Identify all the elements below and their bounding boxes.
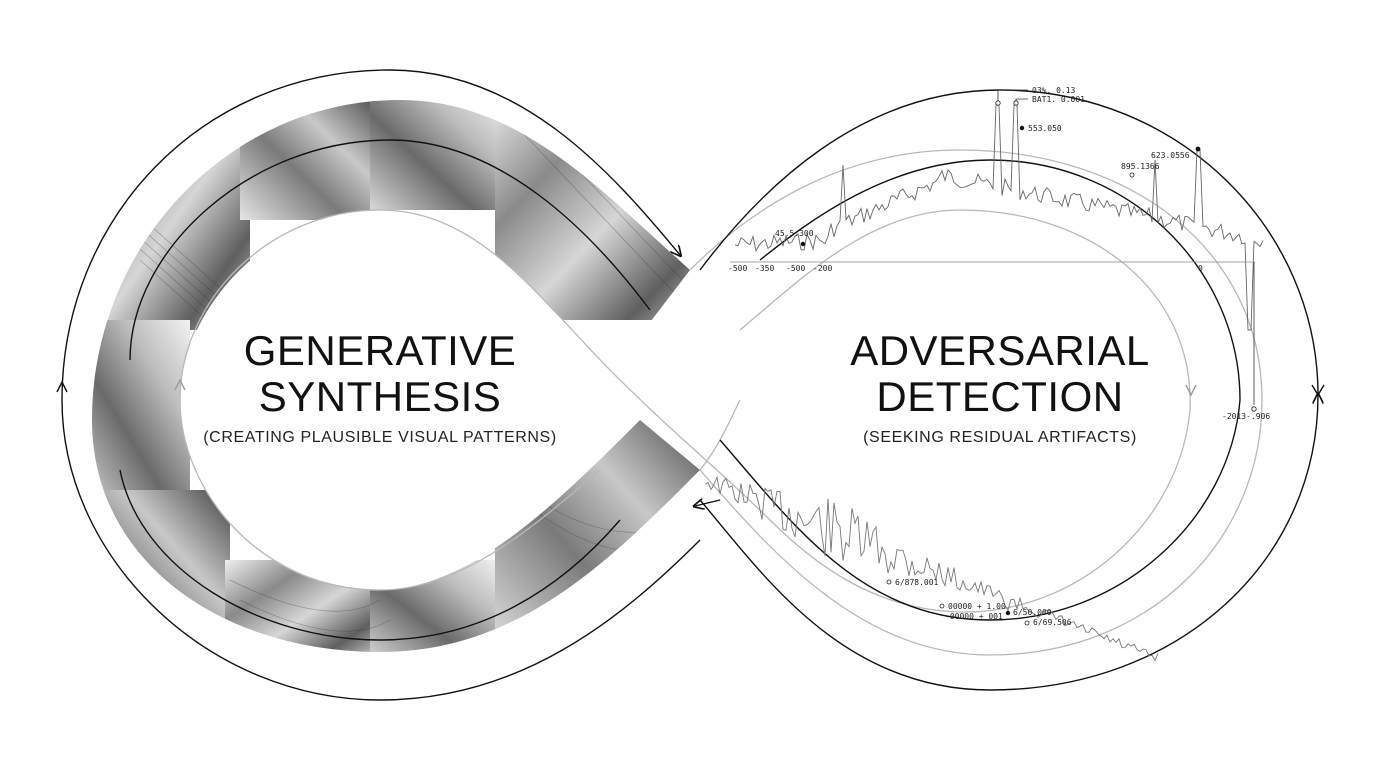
signal-plot-top	[734, 104, 1264, 331]
flow-arrows	[61, 69, 1318, 701]
axis-tick: -350	[755, 264, 774, 273]
annotation: -2013-.906	[1222, 412, 1270, 421]
annotation: 03%. 0.13	[1032, 86, 1076, 95]
rail-chevrons	[174, 378, 1197, 397]
right-title-line1: ADVERSARIAL	[850, 327, 1150, 374]
annotation-markers	[800, 100, 1257, 626]
annotation: 6/50.000	[1013, 608, 1052, 617]
left-title-line1: GENERATIVE	[243, 327, 517, 374]
right-title-line2: DETECTION	[876, 373, 1124, 420]
left-subtitle: (CREATING PLAUSIBLE VISUAL PATTERNS)	[203, 429, 557, 446]
annotation: 623.0556	[1151, 151, 1190, 160]
right-title: ADVERSARIAL DETECTION	[780, 328, 1220, 420]
left-title: GENERATIVE SYNTHESIS	[160, 328, 600, 420]
right-subtitle: (SEEKING RESIDUAL ARTIFACTS)	[863, 429, 1137, 446]
axis-tick: -500	[786, 264, 805, 273]
annotations: 03%. 0.13 BAT1. 0.001 553.050 895.1366 6…	[775, 86, 1270, 627]
infinity-rails	[179, 149, 1263, 656]
annotation: -00000 + 001	[945, 612, 1003, 621]
axis-ticks: -500 -350 -500 -200 0	[728, 264, 1203, 273]
annotation: 00000 + 1.00	[948, 602, 1006, 611]
left-title-line2: SYNTHESIS	[258, 373, 502, 420]
annotation: 895.1366	[1121, 162, 1160, 171]
axis-tick: -200	[813, 264, 832, 273]
annotation: 45.5.300	[775, 229, 814, 238]
axis-tick: 0	[1198, 264, 1203, 273]
outer-chevrons	[56, 380, 1325, 397]
annotation: 6/878.001	[895, 578, 939, 587]
signal-plot-bottom	[704, 475, 1159, 662]
axis-tick: -500	[728, 264, 747, 273]
annotation: 6/69.506	[1033, 618, 1072, 627]
annotation: BAT1. 0.001	[1032, 95, 1085, 104]
annotation: 553.050	[1028, 124, 1062, 133]
